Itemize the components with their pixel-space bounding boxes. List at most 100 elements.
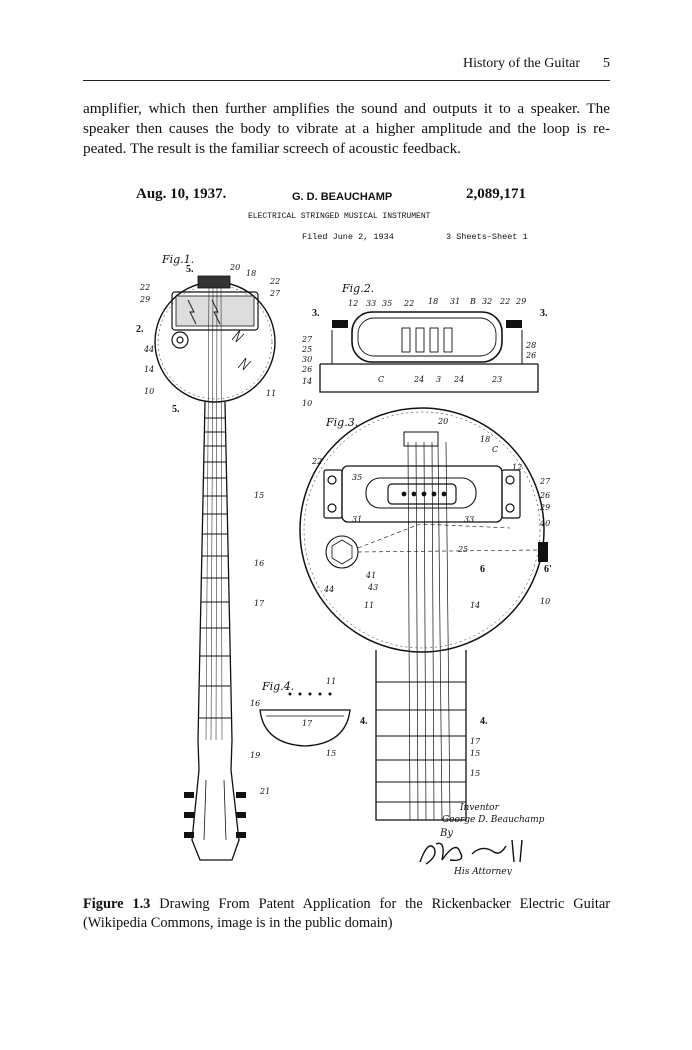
svg-text:5.: 5.: [186, 264, 194, 275]
svg-text:35: 35: [352, 473, 362, 482]
svg-text:6: 6: [480, 564, 485, 575]
svg-text:22: 22: [403, 299, 414, 308]
svg-text:18: 18: [428, 297, 438, 306]
svg-text:22: 22: [269, 277, 280, 286]
svg-text:14: 14: [302, 377, 312, 386]
svg-text:C: C: [492, 445, 498, 454]
patent-inventor-name: G. D. BEAUCHAMP: [292, 191, 392, 203]
svg-text:31: 31: [450, 297, 460, 306]
fig3-label: Fig.3.: [325, 416, 358, 429]
svg-text:26: 26: [539, 491, 550, 500]
patent-figure: Aug. 10, 1937. G. D. BEAUCHAMP 2,089,171…: [120, 180, 560, 875]
svg-text:44: 44: [323, 585, 334, 594]
patent-drawing: Aug. 10, 1937. G. D. BEAUCHAMP 2,089,171…: [136, 186, 552, 875]
svg-text:14: 14: [470, 601, 480, 610]
patent-title: ELECTRICAL STRINGED MUSICAL INSTRUMENT: [248, 212, 431, 221]
svg-text:12: 12: [512, 463, 522, 472]
svg-text:B: B: [469, 297, 476, 306]
svg-text:33: 33: [366, 299, 376, 308]
svg-text:10: 10: [540, 597, 550, 606]
fig4-label: Fig.4.: [261, 680, 294, 693]
inventor-signature: George D. Beauchamp: [442, 815, 545, 825]
svg-text:15: 15: [254, 491, 264, 500]
svg-text:3: 3: [436, 375, 441, 384]
svg-text:5.: 5.: [172, 404, 180, 415]
svg-text:21: 21: [259, 787, 270, 796]
svg-text:3.: 3.: [312, 308, 320, 319]
svg-text:12: 12: [348, 299, 358, 308]
svg-text:35: 35: [382, 299, 392, 308]
svg-text:4.: 4.: [360, 716, 368, 727]
svg-text:6': 6': [544, 564, 552, 575]
attorney-signature: [419, 839, 523, 865]
svg-text:29: 29: [515, 297, 526, 306]
svg-text:17: 17: [254, 599, 265, 608]
svg-text:17: 17: [302, 719, 313, 728]
svg-text:18: 18: [246, 269, 256, 278]
svg-text:4.: 4.: [480, 716, 488, 727]
inventor-label: Inventor: [459, 803, 500, 813]
svg-text:40: 40: [539, 519, 550, 528]
fig1-guitar: Fig.1.: [136, 253, 281, 861]
svg-text:11: 11: [266, 389, 276, 398]
svg-text:30: 30: [302, 355, 312, 364]
svg-text:3.: 3.: [540, 308, 548, 319]
svg-text:16: 16: [250, 699, 260, 708]
svg-text:18: 18: [480, 435, 490, 444]
page-number: 5: [603, 56, 610, 71]
svg-text:24: 24: [413, 375, 424, 384]
svg-text:2.: 2.: [136, 324, 144, 335]
svg-text:27: 27: [539, 477, 551, 486]
svg-text:27: 27: [269, 289, 281, 298]
svg-text:27: 27: [301, 335, 313, 344]
header-title: History of the Guitar: [462, 56, 580, 71]
svg-text:31: 31: [352, 515, 362, 524]
fig1-label: Fig.1.: [161, 253, 194, 266]
svg-text:41: 41: [365, 571, 376, 580]
patent-filed: Filed June 2, 1934: [302, 232, 394, 242]
svg-text:26: 26: [525, 351, 536, 360]
fig2-label: Fig.2.: [341, 282, 374, 295]
svg-text:22: 22: [499, 297, 510, 306]
patent-sheets: 3 Sheets–Sheet 1: [446, 232, 528, 242]
svg-text:32: 32: [482, 297, 492, 306]
svg-text:11: 11: [364, 601, 374, 610]
body-paragraph: amplifier, which then further amplifies …: [83, 100, 610, 157]
attorney-label: His Attorney: [453, 867, 513, 875]
svg-text:43: 43: [367, 583, 378, 592]
svg-text:28: 28: [525, 341, 536, 350]
signature-block: Inventor George D. Beauchamp By His Atto…: [419, 803, 545, 875]
svg-text:26: 26: [301, 365, 312, 374]
by-label: By: [439, 828, 453, 839]
svg-text:16: 16: [254, 559, 264, 568]
svg-text:24: 24: [453, 375, 464, 384]
svg-text:14: 14: [144, 365, 154, 374]
figure-caption: Figure 1.3 Drawing From Patent Applicati…: [83, 895, 610, 933]
caption-label: Figure 1.3: [83, 896, 151, 912]
svg-text:15: 15: [326, 749, 336, 758]
svg-text:29: 29: [139, 295, 150, 304]
running-header: History of the Guitar 5: [83, 52, 610, 81]
svg-text:19: 19: [250, 751, 260, 760]
svg-text:33: 33: [464, 515, 474, 524]
fig3-body-view: Fig.3.: [299, 407, 552, 821]
patent-number: 2,089,171: [466, 186, 526, 202]
caption-text: Drawing From Patent Application for the …: [83, 896, 610, 931]
svg-text:20: 20: [229, 263, 240, 272]
fig4-neck-section: Fig.4. 11 16 17 15: [250, 677, 351, 758]
svg-text:10: 10: [144, 387, 154, 396]
svg-text:15: 15: [470, 749, 480, 758]
svg-text:25: 25: [301, 345, 312, 354]
svg-text:17: 17: [470, 737, 481, 746]
patent-date: Aug. 10, 1937.: [136, 186, 227, 202]
svg-text:23: 23: [491, 375, 502, 384]
svg-text:10: 10: [302, 399, 312, 408]
svg-text:11: 11: [326, 677, 336, 686]
svg-text:C: C: [378, 375, 384, 384]
svg-text:25: 25: [457, 545, 468, 554]
svg-text:20: 20: [437, 417, 448, 426]
svg-text:44: 44: [143, 345, 154, 354]
svg-text:22: 22: [139, 283, 150, 292]
svg-text:22: 22: [311, 457, 322, 466]
